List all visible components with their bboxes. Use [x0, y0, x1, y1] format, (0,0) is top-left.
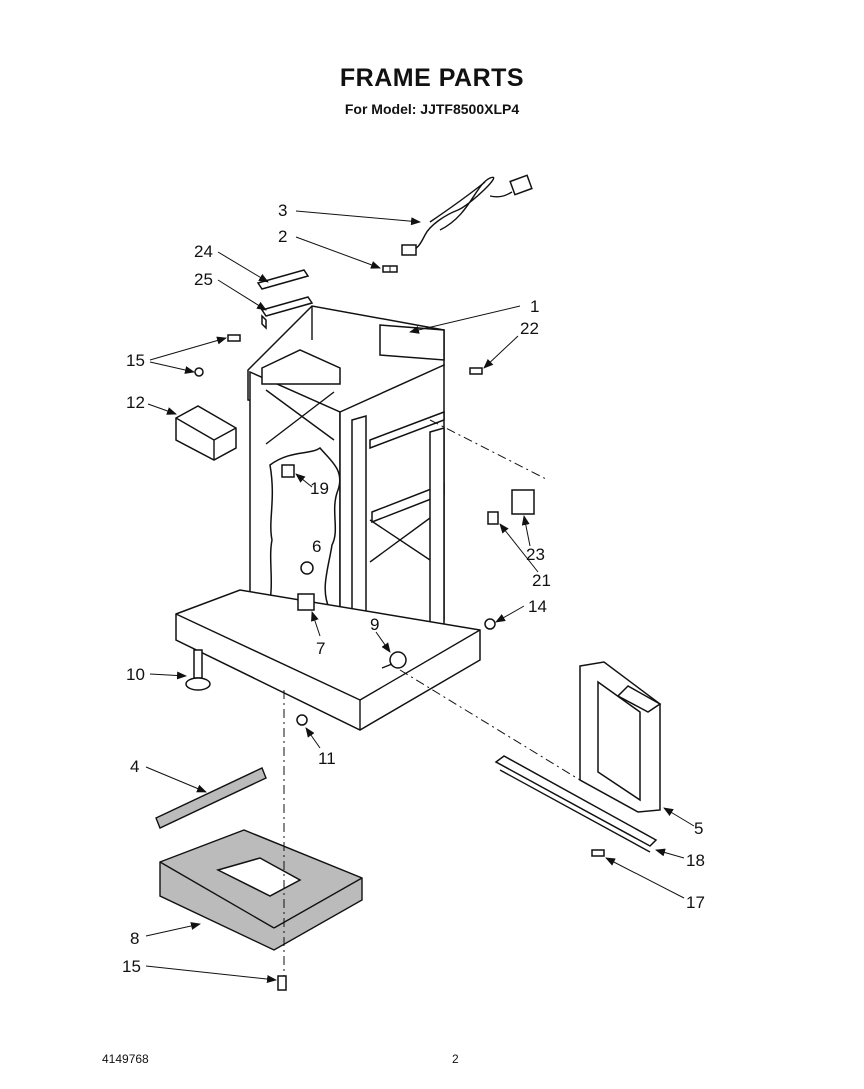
- main-frame: [175, 305, 481, 731]
- callout-12: 12: [126, 393, 145, 412]
- callout-15-bottom: 15: [122, 957, 141, 976]
- page-title: FRAME PARTS: [339, 64, 525, 92]
- document-number: 4149768: [102, 1052, 149, 1066]
- power-cord: [401, 174, 533, 256]
- top-strips: [256, 269, 314, 330]
- callout-10: 10: [126, 665, 145, 684]
- model-subtitle: For Model: JJTF8500XLP4: [344, 101, 520, 117]
- callout-24: 24: [194, 242, 213, 261]
- cover-box: [175, 405, 237, 461]
- callout-9: 9: [370, 615, 379, 634]
- base-screw: [277, 975, 287, 991]
- base-pan: [159, 829, 363, 951]
- bottom-rail: [494, 755, 658, 853]
- callout-6: 6: [312, 537, 321, 556]
- rail-screw: [591, 849, 605, 857]
- page-number: 2: [452, 1052, 459, 1066]
- frame-internal-parts: [281, 464, 315, 611]
- callout-3: 3: [278, 201, 287, 220]
- callout-7: 7: [316, 639, 325, 658]
- callout-2: 2: [278, 227, 287, 246]
- callout-19: 19: [310, 479, 329, 498]
- callout-5: 5: [694, 819, 703, 838]
- callout-4: 4: [130, 757, 139, 776]
- callout-8: 8: [130, 929, 139, 948]
- leveling-foot: [185, 649, 211, 691]
- callout-15-top: 15: [126, 351, 145, 370]
- callout-17: 17: [686, 893, 705, 912]
- callout-14: 14: [528, 597, 547, 616]
- leader-lines: [145, 210, 695, 984]
- callout-22: 22: [520, 319, 539, 338]
- base-fitting: [381, 651, 407, 669]
- screws: [194, 334, 496, 726]
- callout-1: 1: [530, 297, 539, 316]
- relay-assembly: [487, 489, 535, 525]
- gasket-strip: [155, 767, 267, 829]
- callout-18: 18: [686, 851, 705, 870]
- side-panel: [579, 661, 662, 813]
- cord-screw: [382, 265, 398, 273]
- callout-23: 23: [526, 545, 545, 564]
- callout-21: 21: [532, 571, 551, 590]
- callout-25: 25: [194, 270, 213, 289]
- callout-11: 11: [318, 749, 336, 768]
